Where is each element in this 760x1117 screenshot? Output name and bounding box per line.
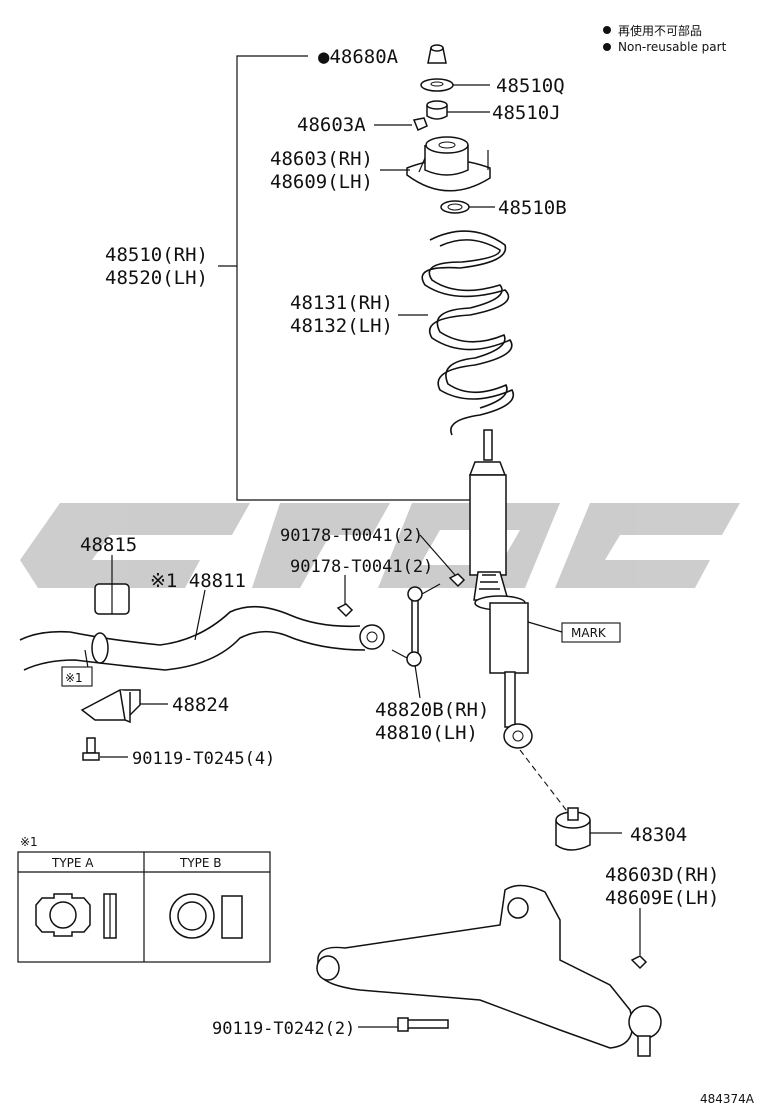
- label-48603D: 48603D(RH): [605, 864, 719, 886]
- label-90178-b: 90178-T0041(2): [290, 557, 433, 577]
- shock-absorber: [468, 429, 571, 816]
- label-48132LH: 48132(LH): [290, 315, 393, 337]
- mark-text: MARK: [571, 626, 607, 640]
- stabilizer-bar: [19, 605, 385, 671]
- bushing-48815: [94, 583, 130, 615]
- bracket-48824: [80, 689, 141, 724]
- mark-callout: MARK: [561, 622, 621, 643]
- label-48510Q: 48510Q: [496, 75, 565, 97]
- label-48609LH: 48609(LH): [270, 171, 373, 193]
- label-48304: 48304: [630, 824, 687, 846]
- nut-90178-a: [448, 573, 466, 588]
- note-text: ※1: [65, 671, 83, 685]
- assembly-bracket: [218, 55, 478, 501]
- bolt-90119-T0242: [397, 1017, 449, 1032]
- label-48815: 48815: [80, 534, 137, 556]
- type-a-bushing: [35, 893, 117, 939]
- label-48824: 48824: [172, 694, 229, 716]
- label-48810: 48810(LH): [375, 722, 478, 744]
- bolt-90119-T0245: [82, 737, 100, 761]
- bumper-48304: [555, 807, 591, 851]
- label-90178-a: 90178-T0041(2): [280, 526, 423, 546]
- bullet-icon: [603, 43, 611, 51]
- note-box: ※1: [61, 666, 93, 687]
- label-48811: ※1 48811: [150, 570, 246, 592]
- nut-90178-b: [336, 603, 354, 618]
- label-48131RH: 48131(RH): [290, 292, 393, 314]
- legend-en-text: Non-reusable part: [618, 40, 727, 54]
- label-48680A: ●48680A: [318, 46, 399, 68]
- label-48520LH: 48520(LH): [105, 267, 208, 289]
- legend-jp-text: 再使用不可部品: [618, 23, 702, 38]
- type-b-bushing: [169, 893, 243, 939]
- label-48609E: 48609E(LH): [605, 887, 719, 909]
- label-48510RH: 48510(RH): [105, 244, 208, 266]
- bullet-icon: [603, 26, 611, 34]
- type-b-header: TYPE B: [179, 856, 222, 870]
- label-90119-T0242: 90119-T0242(2): [212, 1019, 355, 1039]
- bushing-48510J: [426, 100, 448, 120]
- legend: 再使用不可部品 Non-reusable part: [603, 23, 727, 54]
- type-table-ref: ※1: [20, 835, 38, 849]
- seat-48510Q: [420, 78, 454, 92]
- label-48820B: 48820B(RH): [375, 699, 489, 721]
- nut-48603D: [630, 955, 648, 970]
- seat-48510B: [440, 200, 470, 214]
- label-48510B: 48510B: [498, 197, 567, 219]
- leader-lines: [84, 84, 641, 1028]
- coil-spring: [421, 230, 515, 436]
- nut-48603A: [412, 117, 428, 132]
- type-table: ※1 TYPE A TYPE B: [17, 835, 271, 963]
- cap-48680A: [427, 44, 447, 64]
- label-48603RH: 48603(RH): [270, 148, 373, 170]
- label-48510J: 48510J: [492, 102, 561, 124]
- link-48820B: [391, 583, 441, 667]
- mount-48603: [406, 136, 491, 192]
- diagram-id: 484374A: [700, 1092, 755, 1106]
- watermark-logo: [20, 503, 740, 588]
- label-90119-T0245: 90119-T0245(4): [132, 749, 275, 769]
- label-48603A: 48603A: [297, 114, 366, 136]
- type-a-header: TYPE A: [51, 856, 94, 870]
- lower-arm: [316, 884, 662, 1057]
